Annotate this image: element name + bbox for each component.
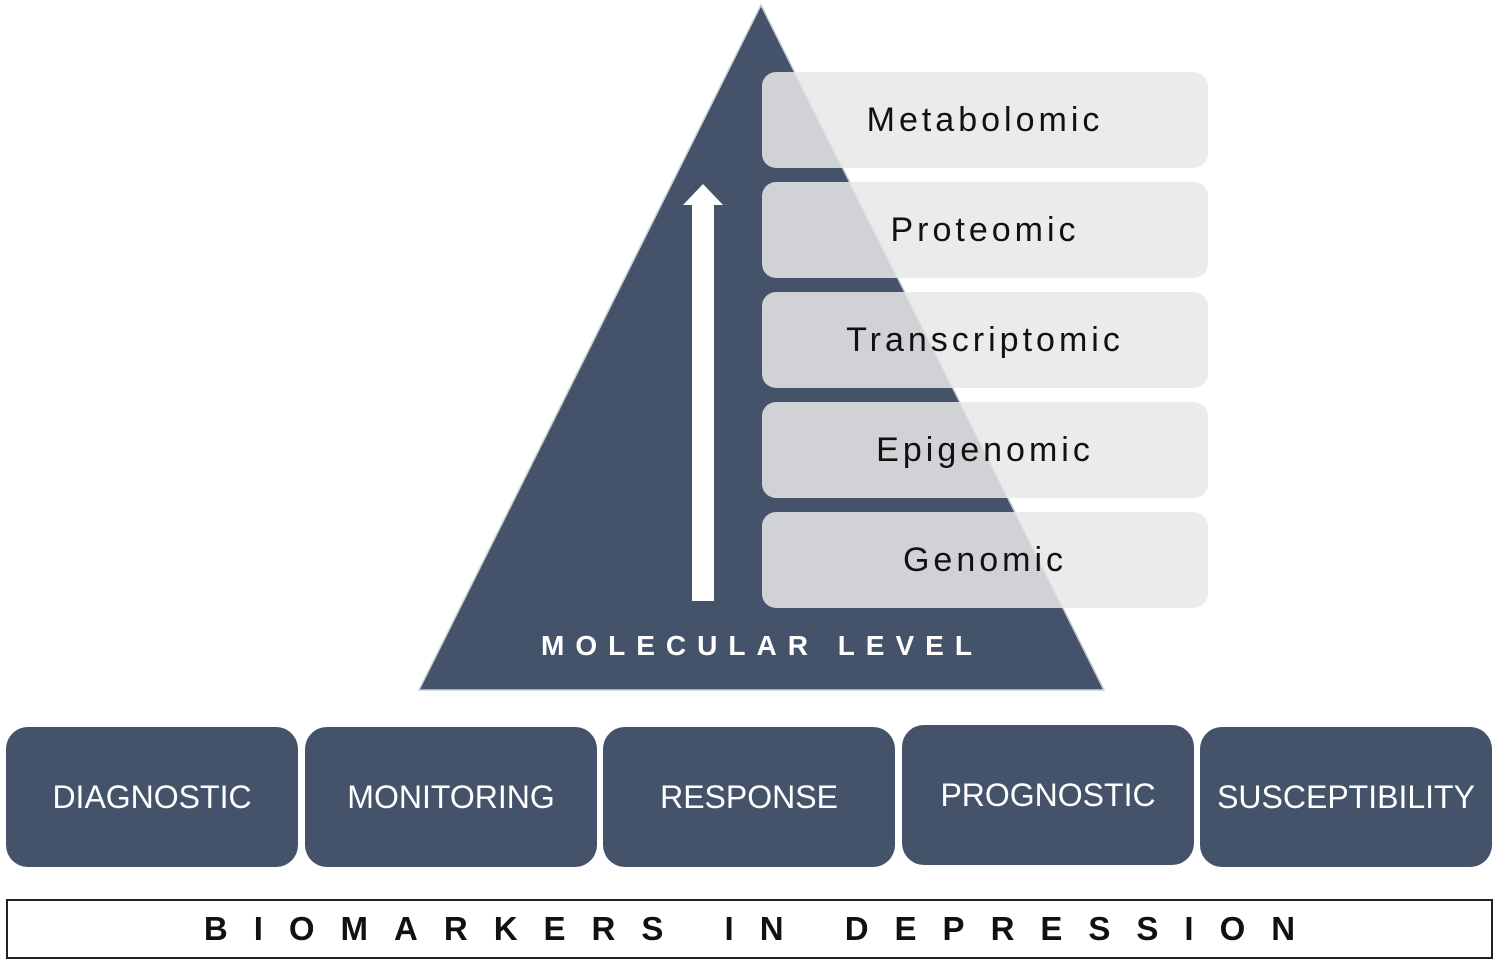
layer-label: Metabolomic [866,100,1104,139]
type-box-response: RESPONSE [603,727,895,867]
layer-label: Epigenomic [876,430,1094,469]
up-arrow-icon [683,184,723,601]
layer-label: Genomic [902,540,1068,579]
type-label: MONITORING [347,778,555,815]
type-box-prognostic: PROGNOSTIC [902,725,1194,865]
layer-epigenomic: Epigenomic [762,402,1208,498]
layer-label: Proteomic [890,210,1080,249]
type-box-diagnostic: DIAGNOSTIC [6,727,298,867]
biomarker-type-row: DIAGNOSTIC MONITORING RESPONSE PROGNOSTI… [6,725,1493,867]
title-frame: BIOMARKERS IN DEPRESSION [6,899,1493,959]
diagram-title: BIOMARKERS IN DEPRESSION [203,910,1322,947]
layer-proteomic: Proteomic [762,182,1208,278]
type-label: DIAGNOSTIC [52,778,252,815]
layer-genomic: Genomic [762,512,1208,608]
type-label: PROGNOSTIC [940,776,1156,813]
layer-label: Transcriptomic [846,320,1124,359]
type-box-susceptibility: SUSCEPTIBILITY [1200,727,1492,867]
layer-transcriptomic: Transcriptomic [762,292,1208,388]
layer-metabolomic: Metabolomic [762,72,1208,168]
type-label: RESPONSE [660,778,838,815]
molecular-pyramid [417,3,1106,691]
molecular-level-label: MOLECULAR LEVEL [541,630,983,661]
type-label: SUSCEPTIBILITY [1217,778,1475,815]
type-box-monitoring: MONITORING [305,727,597,867]
